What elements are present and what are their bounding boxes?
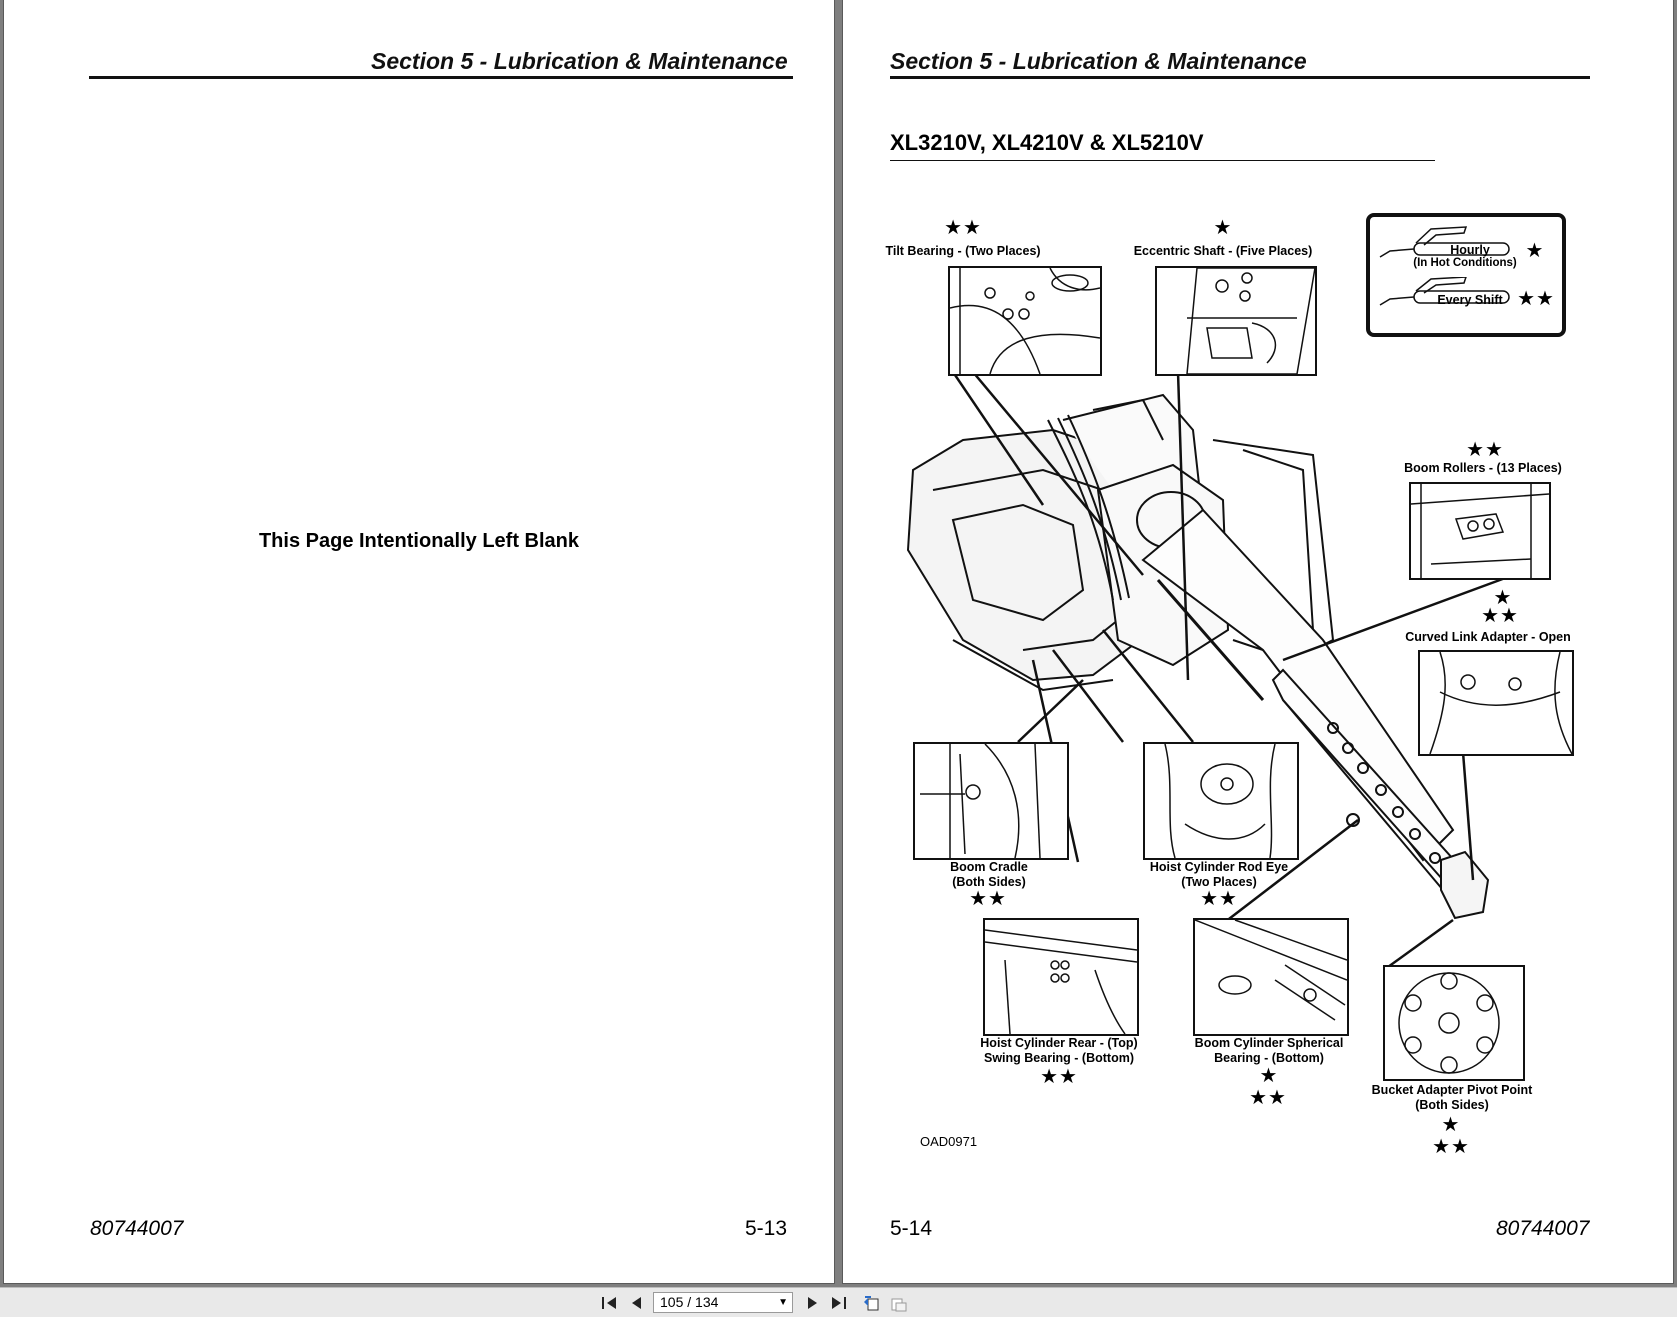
back-view-icon: [864, 1296, 879, 1311]
legend-hourly-label: Hourly: [1450, 243, 1490, 257]
boom-spherical-label: Boom Cylinder Spherical: [1194, 1036, 1344, 1050]
hoist-rear-star-icon: ★★: [1040, 1066, 1078, 1088]
eccentric-shaft-star-icon: ★: [1213, 217, 1233, 239]
model-title-rule: [890, 160, 1435, 161]
previous-page-icon: [632, 1297, 641, 1309]
bucket-adapter-label: Bucket Adapter Pivot Point: [1371, 1083, 1533, 1097]
curved-link-detail: [1418, 650, 1574, 756]
hoist-rear-label: Hoist Cylinder Rear - (Top): [980, 1036, 1138, 1050]
tilt-bearing-star-icon: ★★: [944, 217, 982, 239]
machine-illustration: [906, 371, 1509, 969]
page-number: 5-14: [890, 1217, 933, 1240]
bucket-adapter-stars-icon: ★★: [1432, 1136, 1470, 1158]
header-rule: [89, 76, 793, 79]
boom-rollers-star-icon: ★★: [1466, 439, 1504, 461]
right-page: Section 5 - Lubrication & Maintenance XL…: [843, 0, 1673, 1283]
go-forward-view-button[interactable]: [890, 1294, 908, 1312]
curved-link-stars-icon: ★★: [1481, 605, 1519, 627]
previous-page-button[interactable]: [628, 1294, 646, 1312]
hoist-rod-eye-label: Hoist Cylinder Rod Eye: [1149, 860, 1289, 874]
eccentric-shaft-label: Eccentric Shaft - (Five Places): [1133, 244, 1313, 258]
legend-box: Hourly (In Hot Conditions) ★ Every Shift…: [1366, 213, 1566, 337]
next-page-button[interactable]: [803, 1294, 821, 1312]
hoist-rod-eye-sublabel: (Two Places): [1181, 875, 1257, 889]
boom-spherical-detail: [1193, 918, 1349, 1036]
hoist-rear-detail: [983, 918, 1139, 1036]
blank-page-message: This Page Intentionally Left Blank: [258, 530, 580, 552]
next-page-icon: [808, 1297, 817, 1309]
last-page-button[interactable]: [830, 1294, 848, 1312]
section-header: Section 5 - Lubrication & Maintenance: [890, 48, 1307, 74]
first-page-button[interactable]: [600, 1294, 618, 1312]
boom-rollers-label: Boom Rollers - (13 Places): [1404, 461, 1562, 475]
legend-every-shift-label: Every Shift: [1437, 293, 1503, 307]
figure-code: OAD0971: [920, 1134, 978, 1149]
page-number: 5-13: [745, 1217, 788, 1240]
forward-view-icon: [891, 1298, 907, 1312]
boom-cradle-detail: [913, 742, 1069, 860]
first-page-icon: [602, 1297, 616, 1309]
hoist-rod-eye-star-icon: ★★: [1200, 888, 1238, 910]
go-back-view-button[interactable]: [862, 1294, 880, 1312]
boom-cradle-star-icon: ★★: [969, 888, 1007, 910]
left-page: Section 5 - Lubrication & Maintenance Th…: [4, 0, 834, 1283]
page-number-field[interactable]: 105 / 134 ▼: [653, 1292, 793, 1313]
page-indicator: 105 / 134: [660, 1294, 719, 1310]
boom-spherical-star-icon: ★: [1259, 1065, 1279, 1087]
last-page-icon: [832, 1297, 846, 1309]
legend-hourly-star-icon: ★: [1525, 240, 1545, 262]
tilt-bearing-label: Tilt Bearing - (Two Places): [885, 244, 1041, 258]
curved-link-star-icon: ★: [1493, 587, 1513, 609]
eccentric-shaft-detail: [1155, 266, 1317, 376]
legend-hot-conditions-label: (In Hot Conditions): [1413, 257, 1517, 269]
legend-every-shift-star-icon: ★★: [1517, 288, 1555, 310]
boom-spherical-stars-icon: ★★: [1249, 1087, 1287, 1109]
hoist-rear-sublabel: Swing Bearing - (Bottom): [984, 1051, 1134, 1065]
boom-cradle-sublabel: (Both Sides): [952, 875, 1026, 889]
model-title: XL3210V, XL4210V & XL5210V: [890, 130, 1204, 155]
header-rule: [890, 76, 1590, 79]
bucket-adapter-sublabel: (Both Sides): [1415, 1098, 1489, 1112]
boom-cradle-label: Boom Cradle: [950, 860, 1028, 874]
doc-number: 80744007: [1496, 1217, 1590, 1240]
boom-rollers-detail: [1409, 482, 1551, 580]
tilt-bearing-detail: [948, 266, 1102, 376]
chevron-down-icon: ▼: [778, 1297, 788, 1308]
doc-number: 80744007: [90, 1217, 184, 1240]
grease-gun-icon: [1379, 277, 1510, 306]
grease-gun-icon: [1379, 226, 1510, 258]
section-header: Section 5 - Lubrication & Maintenance: [371, 48, 788, 74]
curved-link-label: Curved Link Adapter - Open: [1405, 630, 1571, 644]
boom-spherical-sublabel: Bearing - (Bottom): [1214, 1051, 1324, 1065]
viewer-toolbar: 105 / 134 ▼: [0, 1287, 1677, 1317]
hoist-rod-eye-detail: [1143, 742, 1299, 860]
bucket-adapter-star-icon: ★: [1441, 1114, 1461, 1136]
bucket-adapter-detail: [1383, 965, 1525, 1081]
